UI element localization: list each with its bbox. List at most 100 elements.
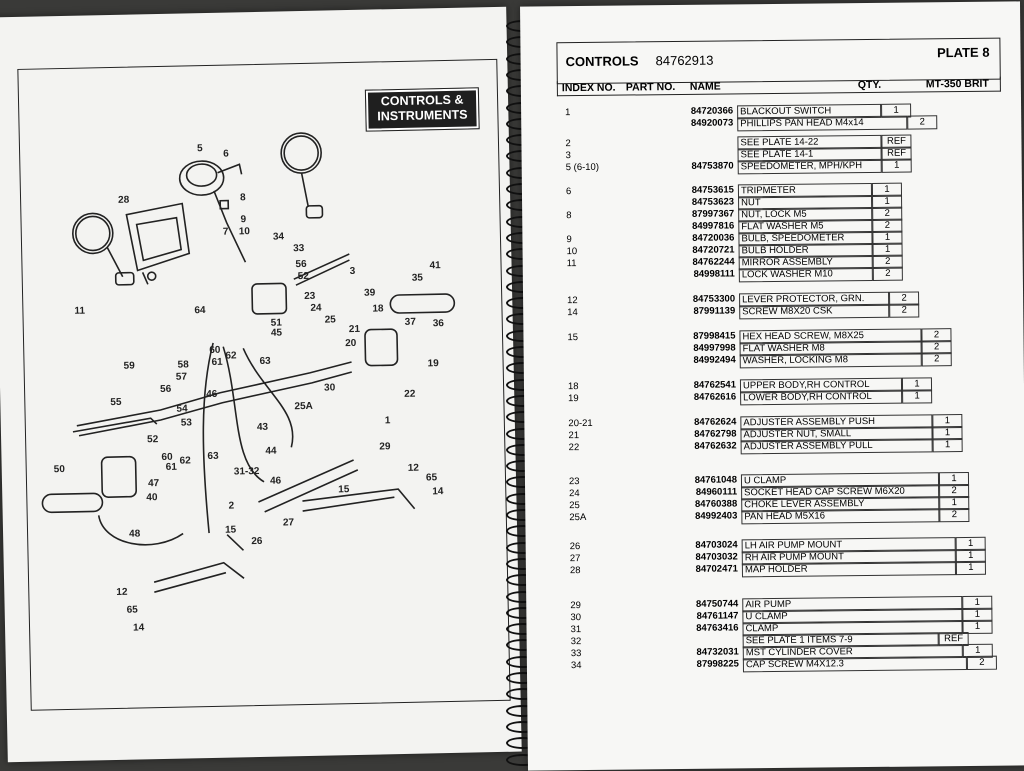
row-qty: 2 [966, 655, 997, 670]
row-part-number: 87991139 [693, 305, 736, 317]
row-qty: 2 [921, 352, 952, 367]
svg-text:61: 61 [166, 462, 178, 473]
svg-text:5: 5 [197, 143, 203, 154]
row-index: 8 [566, 210, 572, 222]
row-name: LOCK WASHER M10 [738, 266, 873, 283]
row-qty: 1 [955, 560, 986, 576]
row-part-number [631, 136, 733, 137]
col-qty: QTY. [857, 78, 882, 92]
svg-text:2: 2 [228, 500, 234, 511]
row-index: 19 [568, 393, 579, 405]
svg-text:59: 59 [123, 361, 135, 372]
row-index: 9 [566, 234, 572, 246]
svg-text:60: 60 [209, 345, 221, 356]
svg-text:56: 56 [160, 384, 172, 395]
svg-text:25A: 25A [294, 401, 313, 412]
row-part-number: 84720721 [692, 244, 735, 256]
svg-text:47: 47 [148, 478, 160, 489]
row-index [568, 356, 618, 357]
svg-text:60: 60 [161, 452, 173, 463]
svg-text:14: 14 [432, 486, 444, 497]
row-index: 30 [570, 612, 582, 624]
svg-text:1: 1 [385, 415, 391, 426]
svg-text:52: 52 [147, 434, 159, 445]
row-part-number: 84998111 [693, 268, 735, 280]
svg-text:58: 58 [177, 359, 189, 370]
col-model: MT-350 BRIT [925, 77, 989, 91]
row-part-number: 84762616 [693, 391, 737, 403]
row-index: 10 [566, 246, 578, 258]
svg-text:43: 43 [257, 422, 269, 433]
svg-text:26: 26 [251, 536, 263, 547]
svg-text:6: 6 [223, 149, 229, 160]
row-index: 31 [570, 624, 582, 636]
row-index: 5 (6-10) [565, 161, 600, 174]
row-part-number: 84761147 [696, 610, 739, 622]
row-index: 14 [567, 307, 578, 319]
row-name: WASHER, LOCKING M8 [739, 352, 922, 369]
row-qty: 1 [902, 389, 933, 404]
row-part-number: 84732031 [696, 646, 739, 658]
plate-number: PLATE 8 [936, 44, 990, 61]
svg-text:22: 22 [404, 389, 416, 400]
row-qty: 1 [932, 438, 963, 453]
svg-text:33: 33 [293, 243, 305, 254]
svg-text:40: 40 [146, 492, 158, 503]
row-part-number: 84992494 [693, 354, 736, 366]
row-part-number: 84760388 [694, 498, 738, 510]
row-part-number: 84920073 [690, 117, 734, 129]
row-part-number: 84753623 [691, 196, 735, 208]
row-index: 6 [565, 186, 572, 198]
row-part-number: 87997367 [691, 208, 735, 220]
row-part-number: 84753615 [691, 184, 735, 196]
row-part-number: 84762624 [694, 416, 737, 428]
svg-text:12: 12 [408, 463, 420, 474]
row-index: 26 [569, 541, 581, 553]
row-part-number: 84997816 [691, 220, 735, 232]
row-index: 25 [569, 500, 580, 512]
row-name: ADJUSTER ASSEMBLY PULL [740, 438, 933, 455]
row-part-number: 84750744 [695, 598, 739, 610]
row-part-number: 84997998 [693, 342, 736, 354]
row-index: 29 [570, 600, 581, 612]
svg-text:61: 61 [211, 357, 223, 368]
row-index [568, 344, 618, 345]
svg-text:31-32: 31-32 [234, 466, 260, 478]
row-name: PAN HEAD M5X16 [741, 508, 940, 525]
svg-text:55: 55 [110, 397, 122, 408]
row-name: MAP HOLDER [741, 561, 956, 578]
row-index: 23 [568, 476, 580, 488]
svg-text:46: 46 [270, 476, 282, 487]
row-index: 27 [569, 553, 581, 565]
svg-text:65: 65 [426, 472, 438, 483]
row-part-number: 84720366 [690, 105, 734, 117]
svg-text:48: 48 [129, 528, 141, 539]
row-index [566, 198, 616, 199]
svg-text:25: 25 [325, 314, 337, 325]
row-index: 1 [565, 107, 571, 119]
svg-text:62: 62 [179, 455, 191, 466]
row-index: 22 [568, 442, 580, 454]
row-index: 2 [565, 138, 571, 150]
svg-text:27: 27 [283, 517, 295, 528]
svg-text:57: 57 [176, 371, 188, 382]
row-part-number: 84761048 [694, 474, 738, 486]
svg-text:11: 11 [74, 306, 85, 317]
svg-text:9: 9 [240, 214, 246, 225]
row-index [566, 222, 616, 223]
row-part-number: 84762798 [694, 428, 737, 440]
svg-text:30: 30 [324, 382, 336, 393]
svg-text:21: 21 [349, 324, 361, 335]
row-index: 12 [567, 295, 578, 307]
row-name: CAP SCREW M4X12.3 [742, 655, 967, 673]
row-name: SCREW M8X20 CSK [739, 303, 890, 320]
row-index: 21 [568, 430, 580, 442]
svg-text:18: 18 [372, 303, 384, 314]
svg-text:8: 8 [240, 192, 246, 203]
row-index: 15 [567, 332, 579, 344]
row-qty: 2 [907, 115, 938, 130]
svg-text:29: 29 [379, 441, 391, 452]
right-page: CONTROLS 84762913 PLATE 8 INDEX NO. PART… [520, 1, 1024, 771]
